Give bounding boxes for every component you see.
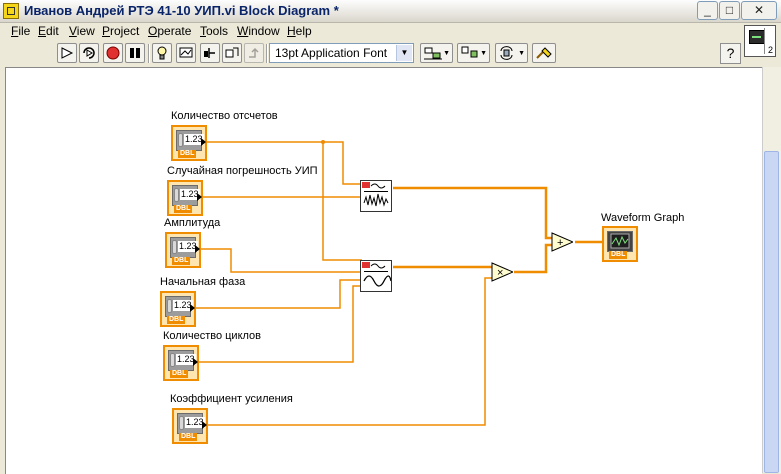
- terminal-label-amplitude: Амплитуда: [164, 217, 221, 229]
- toolbar: 13pt Application Font ▼ ▼ ▼ ▼: [0, 41, 781, 67]
- output-arrow-icon: [193, 358, 198, 366]
- menu-help[interactable]: Help: [287, 24, 312, 38]
- dbl-type-badge: DBL: [167, 316, 186, 324]
- terminal-label-samples: Количество отсчетов: [171, 110, 278, 122]
- menu-bar: File Edit View Project Operate Tools Win…: [0, 22, 781, 40]
- multiply-symbol: ×: [497, 267, 503, 279]
- numeric-control-icon: 1.23: [177, 413, 205, 434]
- labview-app-icon[interactable]: [3, 3, 19, 19]
- wire-multiply-to-add[interactable]: [514, 243, 552, 274]
- highlight-execution-icon[interactable]: [152, 43, 172, 63]
- output-arrow-icon: [190, 304, 195, 312]
- wire-samples-to-noise[interactable]: [204, 141, 362, 185]
- step-over-icon[interactable]: [222, 43, 242, 63]
- output-arrow-icon: [202, 421, 207, 429]
- wires-layer: [196, 140, 602, 426]
- dbl-type-badge: DBL: [174, 205, 193, 213]
- terminal-amplitude[interactable]: 1.23 DBL: [165, 232, 201, 268]
- numeric-control-icon: 1.23: [172, 185, 200, 206]
- wire-noise-to-add[interactable]: [393, 186, 552, 240]
- title-bar: Иванов Андрей РТЭ 41-10 УИП.vi Block Dia…: [0, 0, 781, 23]
- wire-amplitude[interactable]: [201, 248, 362, 273]
- font-dropdown-value: 13pt Application Font: [275, 46, 388, 60]
- clean-up-diagram-icon[interactable]: [532, 43, 556, 63]
- menu-window[interactable]: Window: [237, 24, 280, 38]
- dbl-type-badge: DBL: [179, 433, 198, 441]
- noise-waveform-vi-icon[interactable]: [360, 180, 392, 212]
- pause-icon[interactable]: [125, 43, 145, 63]
- run-continuously-icon[interactable]: [79, 43, 99, 63]
- close-button[interactable]: ✕: [741, 1, 777, 20]
- numeric-control-icon: 1.23: [170, 237, 198, 258]
- toolbar-separator: [266, 44, 268, 63]
- connector-pane: [764, 28, 775, 54]
- graph-label: Waveform Graph: [601, 212, 685, 224]
- abort-icon[interactable]: [103, 43, 123, 63]
- terminal-gain[interactable]: 1.23 DBL: [172, 408, 208, 444]
- dbl-type-badge: DBL: [170, 370, 189, 378]
- numeric-control-icon: 1.23: [165, 296, 193, 317]
- chevron-down-icon: ▼: [480, 50, 487, 57]
- font-dropdown[interactable]: 13pt Application Font ▼: [269, 43, 414, 63]
- chevron-down-icon: ▼: [443, 50, 450, 57]
- add-symbol: +: [557, 237, 563, 249]
- maximize-button[interactable]: □: [719, 1, 740, 20]
- menu-file[interactable]: File: [11, 24, 31, 38]
- menu-view[interactable]: View: [69, 24, 95, 38]
- menu-edit[interactable]: Edit: [38, 24, 59, 38]
- numeric-control-icon: 1.23: [168, 350, 196, 371]
- block-diagram-canvas[interactable]: Количество отсчетов 1.23 DBL Случайная п…: [5, 67, 762, 474]
- terminal-cycles[interactable]: 1.23 DBL: [163, 345, 199, 381]
- terminal-phase[interactable]: 1.23 DBL: [160, 291, 196, 327]
- reorder-icon[interactable]: ▼: [495, 43, 528, 63]
- wire-phase[interactable]: [196, 279, 362, 309]
- connector-count: 2: [767, 45, 773, 55]
- context-help-button[interactable]: ?: [720, 43, 741, 64]
- menu-project[interactable]: Project: [102, 24, 140, 38]
- chevron-down-icon: ▼: [518, 50, 525, 57]
- graph-icon: [607, 231, 633, 252]
- wire-gain[interactable]: [208, 277, 492, 426]
- output-arrow-icon: [201, 138, 206, 146]
- distribute-objects-icon[interactable]: ▼: [457, 43, 490, 63]
- retain-wire-values-icon[interactable]: [176, 43, 196, 63]
- terminal-label-gain: Коэффициент усиления: [170, 393, 293, 405]
- output-arrow-icon: [197, 193, 202, 201]
- window-title: Иванов Андрей РТЭ 41-10 УИП.vi Block Dia…: [24, 3, 339, 18]
- vertical-scrollbar[interactable]: [762, 67, 781, 473]
- step-out-icon[interactable]: [244, 43, 264, 63]
- terminal-label-noise: Случайная погрешность УИП: [167, 165, 318, 177]
- terminal-label-cycles: Количество циклов: [163, 330, 262, 342]
- minimize-button[interactable]: _: [697, 1, 718, 20]
- terminal-samples[interactable]: 1.23 DBL: [171, 125, 207, 161]
- terminal-noise[interactable]: 1.23 DBL: [167, 180, 203, 216]
- vi-connector-pane-icon[interactable]: 2: [744, 25, 776, 57]
- run-icon[interactable]: [57, 43, 77, 63]
- add-function-icon[interactable]: +: [551, 232, 573, 252]
- align-objects-icon[interactable]: ▼: [420, 43, 453, 63]
- menu-operate[interactable]: Operate: [148, 24, 192, 38]
- wire-junction: [321, 140, 325, 144]
- toolbar-separator: [148, 44, 150, 63]
- multiply-function-icon[interactable]: ×: [491, 262, 513, 282]
- chevron-down-icon: ▼: [396, 45, 412, 61]
- scrollbar-thumb[interactable]: [764, 151, 779, 473]
- sine-waveform-vi-icon[interactable]: [360, 260, 392, 292]
- step-into-icon[interactable]: [200, 43, 220, 63]
- numeric-control-icon: 1.23: [176, 130, 204, 151]
- wire-cycles[interactable]: [199, 285, 362, 363]
- wire-samples-to-sine[interactable]: [322, 142, 362, 261]
- waveform-graph-indicator[interactable]: DBL: [602, 226, 638, 262]
- dbl-type-badge: DBL: [178, 150, 197, 158]
- dbl-type-badge: DBL: [609, 251, 628, 259]
- terminal-label-phase: Начальная фаза: [160, 276, 246, 288]
- dbl-type-badge: DBL: [172, 257, 191, 265]
- output-arrow-icon: [195, 245, 200, 253]
- menu-tools[interactable]: Tools: [200, 24, 229, 38]
